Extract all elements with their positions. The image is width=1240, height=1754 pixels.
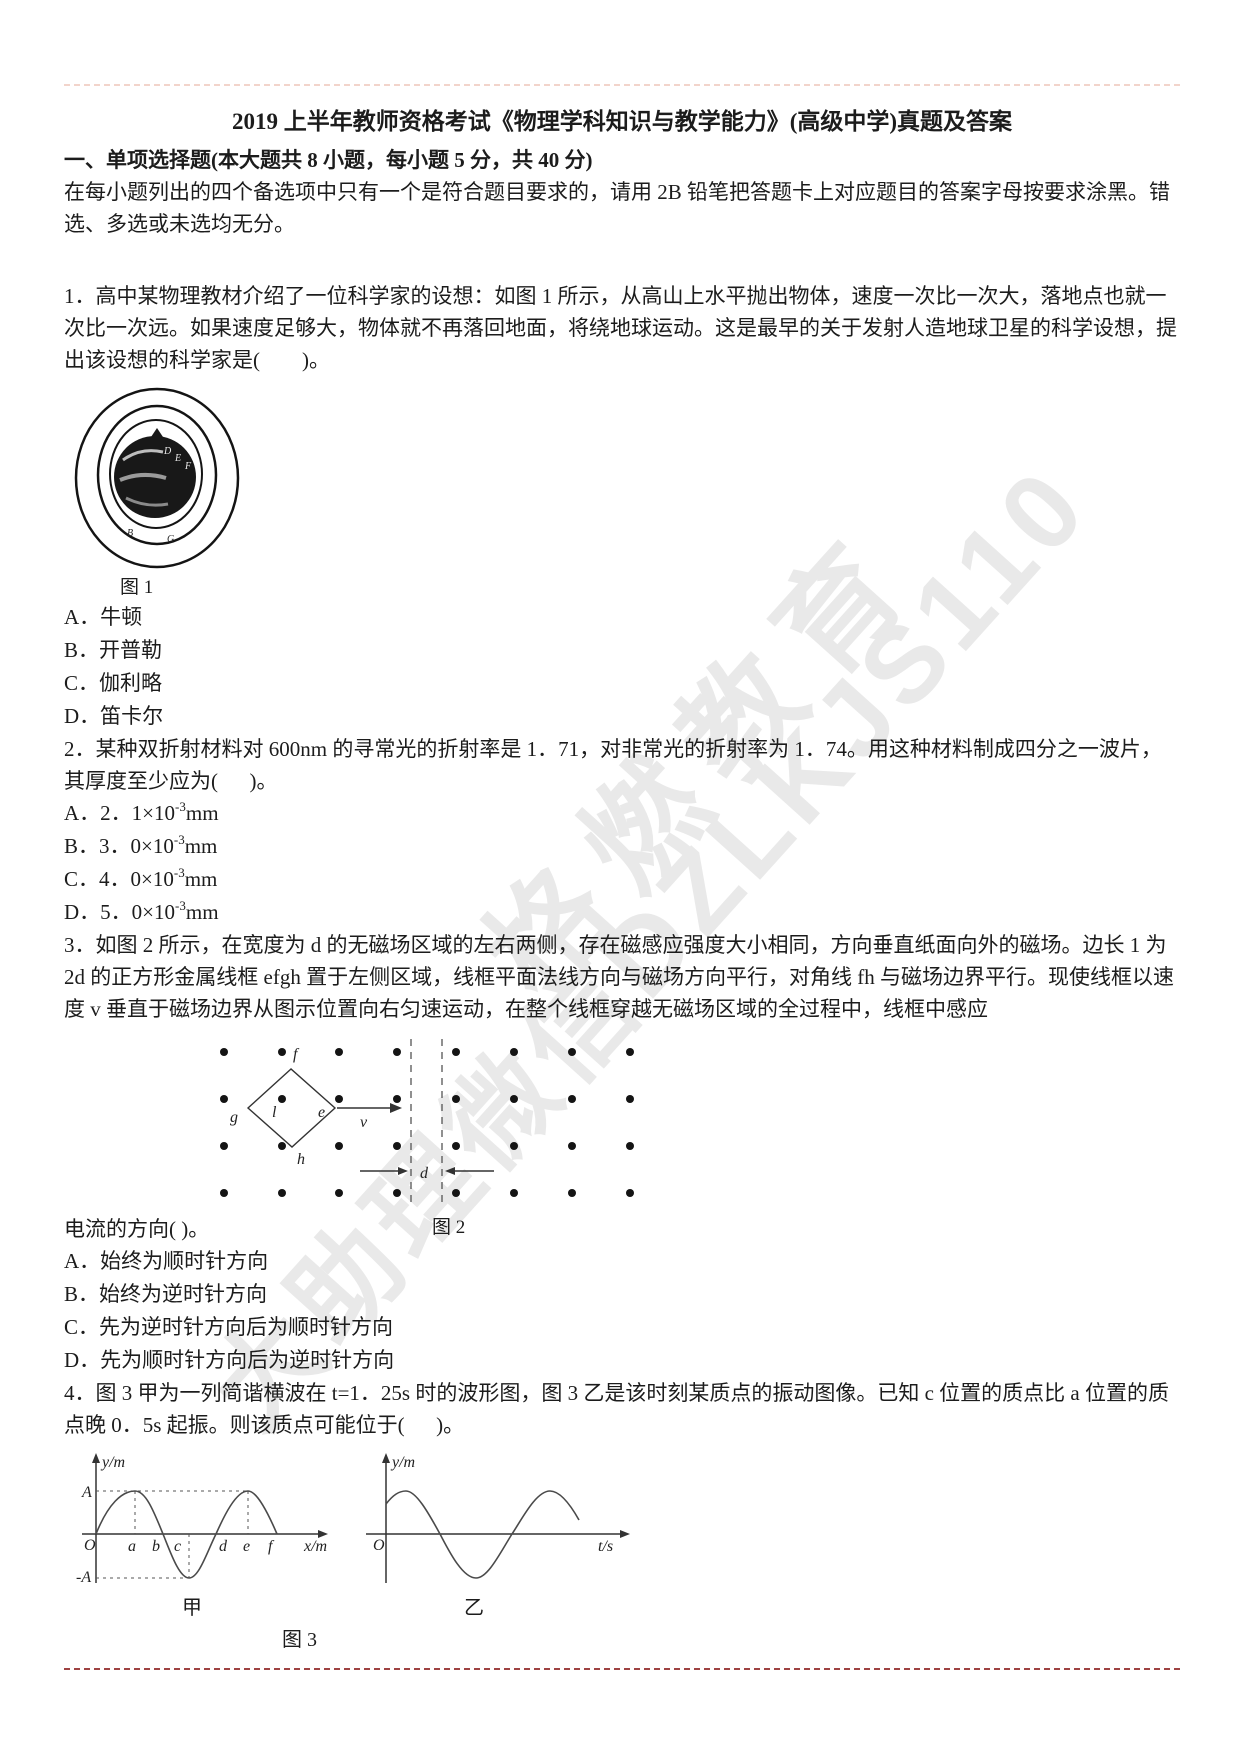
vertex-label-f: f bbox=[293, 1046, 300, 1063]
jia-x-axis-label: x/m bbox=[303, 1538, 327, 1555]
jia-tick-f: f bbox=[268, 1538, 275, 1555]
yi-x-axis-label: t/s bbox=[598, 1538, 613, 1555]
question-4-text: 4．图 3 甲为一列简谐横波在 t=1．25s 时的波形图，图 3 乙是该时刻某… bbox=[64, 1381, 1169, 1437]
jia-tick-a: a bbox=[128, 1538, 136, 1555]
figure-1: D E F B G 图 1 bbox=[68, 384, 1180, 601]
figure-3-wave-profile-graph: y/m A -A O a b c d e f x/m bbox=[76, 1453, 328, 1586]
question-3-text: 3．如图 2 所示，在宽度为 d 的无磁场区域的左右两侧，存在磁感应强度大小相同… bbox=[64, 933, 1175, 1021]
q1-option-b: B．开普勒 bbox=[64, 638, 163, 662]
jia-tick-c: c bbox=[174, 1538, 181, 1555]
q3-option-a: A．始终为顺时针方向 bbox=[64, 1249, 269, 1273]
vertex-label-h: h bbox=[297, 1151, 305, 1168]
vertex-label-e: e bbox=[318, 1104, 325, 1121]
figure-3-caption: 图 3 bbox=[282, 1629, 317, 1651]
figure-2-field-diagram: f g e h l v d bbox=[220, 1039, 634, 1207]
section-heading: 一、单项选择题(本大题共 8 小题，每小题 5 分，共 40 分) bbox=[64, 148, 593, 172]
jia-tick-b: b bbox=[152, 1538, 160, 1555]
top-divider bbox=[64, 84, 1180, 86]
jia-amp-top-label: A bbox=[81, 1484, 92, 1501]
q2-option-b: B．3．0×10-3mm bbox=[64, 832, 218, 858]
velocity-label: v bbox=[360, 1114, 368, 1131]
figure-2: f g e h l v d 电流的方向( )。 图 2 bbox=[64, 1031, 1180, 1245]
figure-3-oscillation-graph: y/m O t/s bbox=[366, 1453, 630, 1583]
gap-label-d: d bbox=[420, 1165, 429, 1182]
q3-option-c: C．先为逆时针方向后为顺时针方向 bbox=[64, 1315, 394, 1339]
q2-option-d: D．5．0×10-3mm bbox=[64, 898, 219, 924]
field-dots bbox=[220, 1048, 634, 1197]
figure-2-caption-row: 电流的方向( )。 图 2 bbox=[64, 1213, 1180, 1245]
question-2-text: 2．某种双折射材料对 600nm 的寻常光的折射率是 1．71，对非常光的折射率… bbox=[64, 737, 1162, 793]
jia-tick-e: e bbox=[243, 1538, 250, 1555]
q1-option-d: D．笛卡尔 bbox=[64, 704, 164, 728]
figure-3-right-label: 乙 bbox=[464, 1597, 484, 1619]
q3-option-b: B．始终为逆时针方向 bbox=[64, 1282, 268, 1306]
figure-3-left-label: 甲 bbox=[182, 1597, 202, 1619]
vertex-label-g: g bbox=[230, 1109, 238, 1126]
q1-option-c: C．伽利略 bbox=[64, 671, 163, 695]
page-title: 2019 上半年教师资格考试《物理学科知识与教学能力》(高级中学)真题及答案 bbox=[231, 109, 1013, 134]
question-1-text: 1．高中某物理教材介绍了一位科学家的设想：如图 1 所示，从高山上水平抛出物体，… bbox=[64, 284, 1177, 372]
jia-origin-label: O bbox=[84, 1537, 96, 1554]
q3-text-continued: 电流的方向( )。 bbox=[64, 1217, 210, 1241]
q2-option-a: A．2．1×10-3mm bbox=[64, 799, 219, 825]
figure-1-earth-orbits-image: D E F B G bbox=[74, 387, 240, 569]
figure-2-caption: 图 2 bbox=[432, 1217, 466, 1238]
yi-origin-label: O bbox=[373, 1537, 385, 1554]
q2-option-d-exponent: -3 bbox=[175, 898, 186, 913]
wave-curve-jia bbox=[95, 1490, 278, 1579]
orbit-label-b: B bbox=[127, 528, 133, 539]
q2-option-a-exponent: -3 bbox=[175, 799, 186, 814]
side-label-l: l bbox=[272, 1104, 277, 1121]
q2-option-c: C．4．0×10-3mm bbox=[64, 865, 218, 891]
orbit-label-e: E bbox=[174, 453, 181, 464]
oscillation-curve-yi bbox=[385, 1490, 580, 1579]
q1-option-a: A．牛顿 bbox=[64, 605, 143, 629]
figure-3-sublabels: 甲 乙 bbox=[64, 1591, 1180, 1619]
mountain-icon bbox=[151, 428, 163, 437]
q2-option-b-exponent: -3 bbox=[173, 832, 185, 847]
q3-option-d: D．先为顺时针方向后为逆时针方向 bbox=[64, 1348, 395, 1372]
orbit-label-f: F bbox=[184, 461, 192, 472]
section-instructions: 在每小题列出的四个备选项中只有一个是符合题目要求的，请用 2B 铅笔把答题卡上对… bbox=[64, 180, 1171, 236]
jia-tick-d: d bbox=[219, 1538, 228, 1555]
yi-y-axis-label: y/m bbox=[390, 1454, 415, 1471]
orbit-label-g: G bbox=[167, 534, 174, 545]
wire-frame-efgh bbox=[246, 1068, 337, 1148]
page-content: 2019 上半年教师资格考试《物理学科知识与教学能力》(高级中学)真题及答案 一… bbox=[0, 84, 1240, 1670]
figure-3: y/m A -A O a b c d e f x/m bbox=[64, 1451, 1180, 1652]
bottom-divider bbox=[64, 1668, 1180, 1670]
figure-1-caption: 图 1 bbox=[120, 577, 154, 598]
q2-option-c-exponent: -3 bbox=[173, 865, 185, 880]
jia-amp-bottom-label: -A bbox=[76, 1569, 91, 1586]
orbit-label-d: D bbox=[163, 446, 172, 457]
jia-y-axis-label: y/m bbox=[100, 1454, 125, 1471]
